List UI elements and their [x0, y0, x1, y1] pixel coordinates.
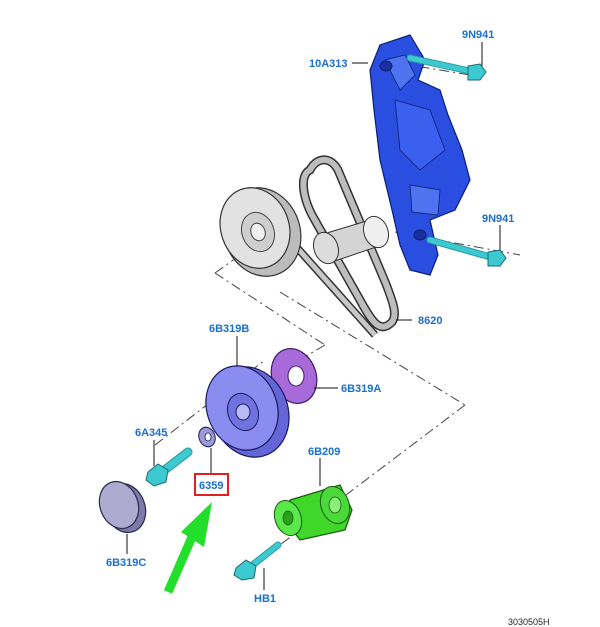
label-8620[interactable]: 8620	[418, 315, 442, 327]
label-9n941-mid[interactable]: 9N941	[482, 213, 514, 225]
label-6b209[interactable]: 6B209	[308, 446, 340, 458]
green-pointer-arrow	[163, 502, 212, 594]
bolt-9n941-mid	[426, 236, 507, 267]
damper-cap	[98, 480, 147, 534]
bolt-9n941-top	[406, 54, 487, 81]
label-6a345[interactable]: 6A345	[135, 427, 167, 439]
idler-pulley	[312, 215, 390, 265]
label-6b319b[interactable]: 6B319B	[209, 323, 249, 335]
label-6b319c[interactable]: 6B319C	[106, 557, 146, 569]
label-10a313[interactable]: 10A313	[309, 58, 348, 70]
mounting-bracket	[369, 34, 471, 276]
label-6359[interactable]: 6359	[199, 480, 223, 492]
label-hb1[interactable]: HB1	[254, 593, 276, 605]
crankshaft-bolt	[145, 447, 193, 487]
belt-tensioner	[273, 484, 353, 541]
crankshaft-damper	[205, 365, 290, 458]
label-6b319a[interactable]: 6B319A	[341, 383, 381, 395]
tensioner-bolt	[233, 541, 282, 581]
washer	[198, 426, 216, 448]
crankshaft-pulley-upper	[219, 187, 302, 277]
part-labels: 10A313 9N941 9N941 8620 6B319B 6B319A 6A…	[106, 29, 550, 627]
leader-lines	[126, 42, 501, 590]
highlight-box	[194, 473, 229, 496]
label-9n941-top[interactable]: 9N941	[462, 29, 494, 41]
figure-id: 3030505H	[508, 617, 550, 627]
